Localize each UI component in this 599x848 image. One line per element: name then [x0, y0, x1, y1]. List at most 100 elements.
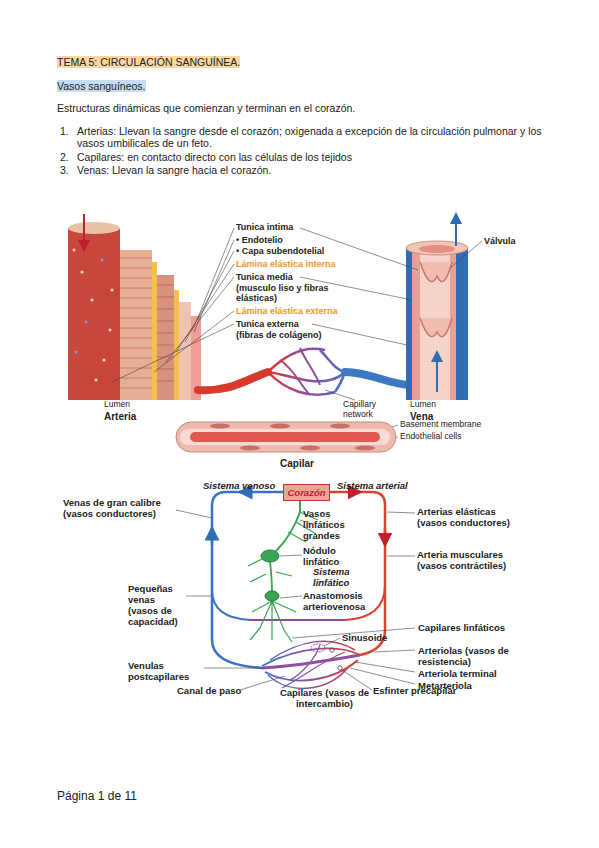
leader-line [387, 556, 415, 557]
circulation-circuit [338, 666, 342, 670]
circulation-circuit [330, 648, 334, 652]
part-label: Sinusoide [342, 632, 387, 643]
capillary-network [345, 372, 410, 385]
part-label: Arteriolas (vasos de resistencia) [418, 645, 543, 667]
capillary-illustration [330, 424, 350, 429]
lymphatic-system [250, 601, 296, 642]
list-item: Capilares: en contacto directo con las c… [77, 151, 352, 163]
leader-line [185, 251, 234, 342]
artery-illustration [81, 271, 84, 274]
vein-illustration [406, 214, 468, 400]
circulation-circuit [384, 528, 387, 545]
list-item: 3. [60, 164, 69, 176]
capillary-illustration [190, 432, 380, 442]
part-label: Vasos linfáticos grandes [303, 508, 361, 541]
vein-illustration [406, 248, 468, 400]
page-number: Página 1 de 11 [57, 790, 137, 804]
leader-line [204, 668, 262, 669]
leader-line [325, 390, 355, 400]
list-number: 1. [60, 125, 69, 137]
artery-illustration [83, 214, 85, 250]
page-title: TEMA 5: CIRCULACIÓN SANGUÍNEA. [57, 56, 240, 68]
layer-label: (fibras de colágeno) [236, 330, 322, 340]
capillary-illustration [300, 446, 320, 451]
part-label: Capilares linfáticos [418, 622, 505, 633]
artery-illustration [95, 379, 98, 382]
artery-illustration [75, 351, 78, 354]
capillary-network [320, 350, 345, 372]
circulation-circuit [311, 644, 325, 652]
circulation-circuit [212, 492, 385, 688]
leader-line [112, 228, 482, 444]
layer-label: • Capa subendotelial [236, 246, 324, 256]
artery-illustration [111, 289, 114, 292]
circulation-circuit [212, 590, 250, 620]
vein-illustration [406, 241, 468, 255]
layer-label: Lámina elástica externa [236, 306, 338, 316]
leader-line [154, 311, 234, 372]
capillary-illustration [270, 424, 290, 429]
leader-line [324, 638, 340, 646]
part-label: Canal de paso [177, 685, 241, 696]
part-label: Válvula [484, 236, 516, 246]
section-heading: Vasos sanguíneos. [57, 80, 146, 92]
body-text: Estructuras dinámicas que comienzan y te… [57, 102, 355, 114]
leader-line [312, 324, 407, 345]
lymphatic-system [270, 561, 272, 592]
capillary-illustration [176, 422, 396, 452]
capillary-network [280, 360, 310, 395]
list-item: Arterias: Llevan la sangre desde el cora… [77, 125, 557, 149]
part-label: Arteria musculares (vasos contráctiles) [417, 549, 535, 571]
vein-illustration [419, 245, 455, 253]
leader-line [374, 650, 415, 652]
heart-box: Corazón [283, 484, 330, 501]
lymphatic-system [265, 591, 279, 601]
leader-line [176, 510, 212, 518]
capillary-illustration [180, 429, 390, 445]
leader-line [240, 676, 285, 690]
vessel-name: Capilar [280, 458, 314, 470]
capillary-illustration [176, 422, 396, 452]
artery-illustration [103, 359, 106, 362]
capillary-illustration [355, 446, 375, 451]
layer-label: (musculo liso y fibras elásticas) [236, 283, 354, 304]
vein-illustration [420, 262, 452, 282]
capillary-network [268, 349, 325, 372]
part-label: Lumen [104, 400, 130, 410]
part-label: Capilares (vasos de intercambio) [262, 687, 387, 709]
leader-line [166, 277, 234, 362]
leader-line [197, 228, 234, 320]
list-number: 2. [60, 151, 69, 163]
artery-illustration [157, 285, 174, 381]
capillary-illustration [240, 446, 260, 451]
vein-illustration [412, 248, 456, 400]
leader-line [355, 662, 415, 672]
leader-line [186, 596, 212, 597]
layer-label: Tunica intima [236, 222, 293, 232]
circulation-circuit [240, 491, 252, 494]
part-label: Venas de gran calibre (vasos conductores… [63, 497, 175, 519]
part-label: Arterias elásticas (vasos conductores) [417, 506, 527, 528]
layer-label: Lámina elástica interna [236, 259, 336, 269]
lymphatic-system [261, 550, 279, 562]
system-label: Sistema venoso [203, 480, 275, 491]
circulation-circuit [262, 655, 360, 668]
artery-illustration [157, 275, 174, 400]
leader-line [176, 510, 415, 690]
part-label: Lumen [410, 400, 436, 410]
vein-illustration [420, 318, 452, 337]
circulation-circuit [211, 528, 214, 545]
part-label: Endothelial cells [400, 432, 461, 442]
vessel-name: Arteria [104, 411, 136, 423]
artery-illustration [68, 222, 120, 234]
artery-illustration [174, 290, 179, 400]
layer-label: Tunica externa [236, 319, 299, 329]
artery-illustration [85, 321, 88, 324]
capillary-network [198, 348, 410, 395]
part-label: Nódulo linfático [303, 545, 361, 567]
artery-illustration [152, 262, 157, 400]
part-label: Anastomosis arteriovenosa [303, 590, 381, 612]
artery-illustration [73, 249, 76, 252]
system-label: Sistema arterial [337, 480, 408, 491]
